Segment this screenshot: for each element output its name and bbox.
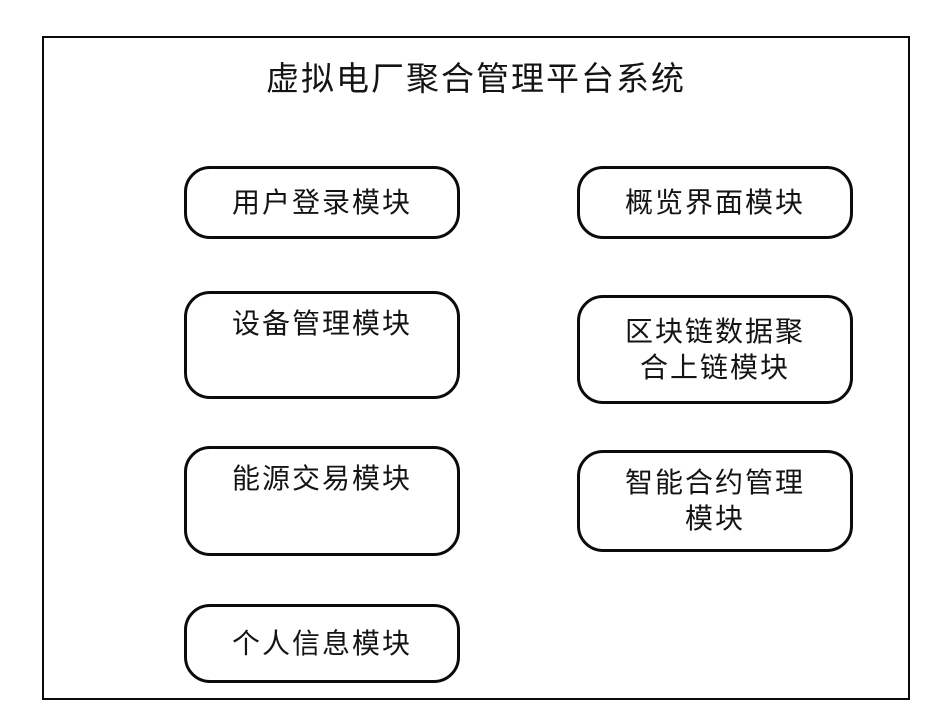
module-label-user-login: 用户登录模块 xyxy=(231,185,412,219)
module-box-energy-trading[interactable]: 能源交易模块 xyxy=(184,446,460,556)
module-box-overview-interface[interactable]: 概览界面模块 xyxy=(577,166,853,239)
module-box-smart-contract-management[interactable]: 智能合约管理 模块 xyxy=(577,450,853,552)
module-label-energy-trading: 能源交易模块 xyxy=(231,462,412,495)
module-label-device-management: 设备管理模块 xyxy=(231,307,412,340)
system-frame: 虚拟电厂聚合管理平台系统 用户登录模块 设备管理模块 能源交易模块 个人信息模块… xyxy=(42,36,910,700)
module-box-blockchain-data-aggregation[interactable]: 区块链数据聚 合上链模块 xyxy=(577,295,853,404)
module-box-personal-information[interactable]: 个人信息模块 xyxy=(184,604,460,683)
module-label-overview-interface: 概览界面模块 xyxy=(624,185,805,219)
module-box-user-login[interactable]: 用户登录模块 xyxy=(184,166,460,239)
module-box-device-management[interactable]: 设备管理模块 xyxy=(184,291,460,399)
module-label-smart-contract-management: 智能合约管理 模块 xyxy=(624,466,805,535)
module-label-personal-information: 个人信息模块 xyxy=(231,626,412,660)
module-label-blockchain-data-aggregation: 区块链数据聚 合上链模块 xyxy=(624,314,805,384)
page-title: 虚拟电厂聚合管理平台系统 xyxy=(266,59,686,98)
